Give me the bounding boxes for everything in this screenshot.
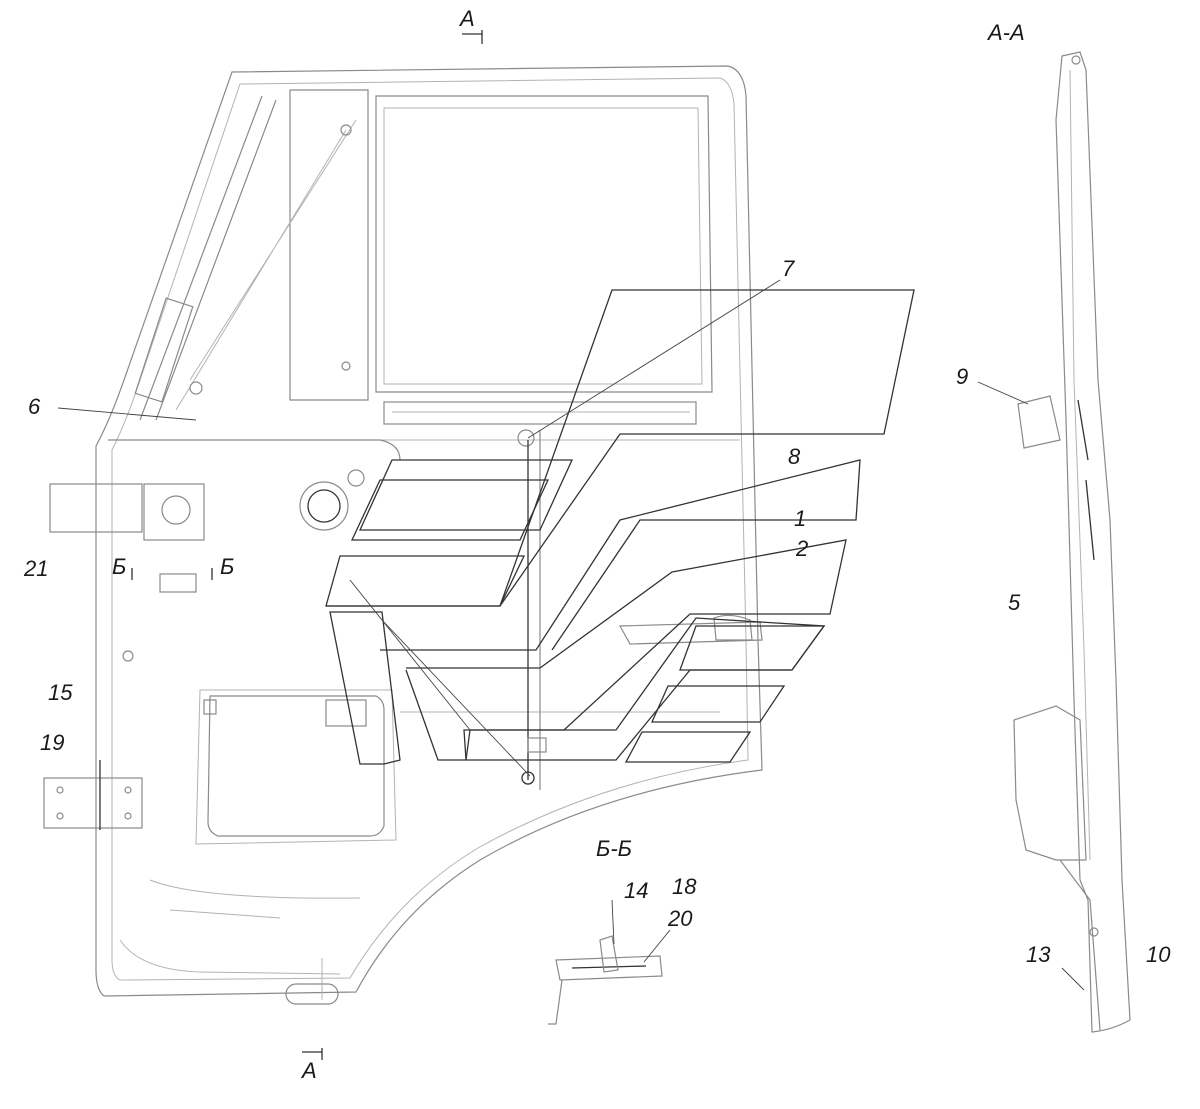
callout-numbers: 7 6 8 1 2 21 15 19 9 5 13 10 14 18 20 <box>23 256 1171 967</box>
callout-2: 2 <box>795 536 808 561</box>
view-labels: A A A-A Б-Б Б Б <box>112 6 1025 1083</box>
section-AA-profile <box>1013 51 1131 1033</box>
section-BB-detail <box>548 935 663 1025</box>
callout-15: 15 <box>48 680 73 705</box>
view-label-top-a: A <box>458 6 475 31</box>
callout-5: 5 <box>1008 590 1021 615</box>
hinges <box>43 483 205 830</box>
view-label-bottom-a: A <box>300 1058 317 1083</box>
callout-10: 10 <box>1146 942 1171 967</box>
cut-markers <box>131 30 483 1060</box>
callout-18: 18 <box>672 874 697 899</box>
inner-panel-details <box>122 429 763 1005</box>
callout-6: 6 <box>28 394 41 419</box>
belt-moulding <box>108 401 740 461</box>
callout-14: 14 <box>624 878 648 903</box>
cut-label-b-left: Б <box>112 554 126 579</box>
callout-9: 9 <box>956 364 968 389</box>
callout-1: 1 <box>794 506 806 531</box>
callout-7: 7 <box>782 256 795 281</box>
callout-19: 19 <box>40 730 64 755</box>
cut-label-b-right: Б <box>220 554 234 579</box>
section-label-aa: A-A <box>986 20 1025 45</box>
callout-21: 21 <box>23 556 48 581</box>
door-panel-outline <box>95 65 763 997</box>
section-label-bb: Б-Б <box>596 836 632 861</box>
exploded-trim-parts <box>325 289 915 765</box>
callout-8: 8 <box>788 444 801 469</box>
window-frame <box>134 89 713 421</box>
leader-lines <box>57 279 1085 991</box>
callout-13: 13 <box>1026 942 1051 967</box>
callout-20: 20 <box>667 906 693 931</box>
